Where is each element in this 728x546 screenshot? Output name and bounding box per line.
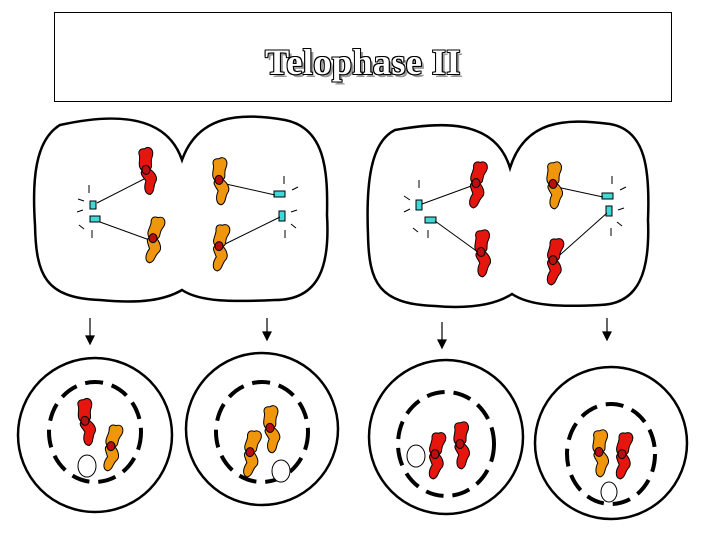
nuclear-envelope <box>565 402 657 506</box>
daughter-cell-1 <box>16 356 174 514</box>
nucleolus-icon <box>406 444 426 468</box>
daughter-cell-4 <box>533 365 689 521</box>
centrosome-right-3 <box>601 176 627 200</box>
centriole-icon <box>605 205 613 217</box>
nuclear-envelope <box>396 390 496 498</box>
centriole-icon <box>89 200 97 210</box>
dividing-cell-left <box>32 115 329 303</box>
dividing-cell-right <box>366 120 650 309</box>
centrosome-right-1 <box>403 180 423 213</box>
nucleolus-icon <box>271 459 291 483</box>
arrow-down-icon <box>437 322 447 350</box>
centrosome-left-1 <box>76 185 97 213</box>
nuclear-envelope <box>214 380 310 484</box>
arrow-down-icon <box>85 318 95 346</box>
daughter-cell-3 <box>367 358 525 516</box>
centriole-icon <box>89 215 101 223</box>
arrow-down-icon <box>262 318 272 342</box>
title-box: Telophase II <box>54 12 672 102</box>
centrosome-left-2 <box>78 215 101 238</box>
arrow-down-icon <box>602 318 612 342</box>
nucleolus-icon <box>600 481 618 503</box>
centriole-icon <box>424 216 437 224</box>
centrosome-right-4 <box>605 205 625 236</box>
centriole-icon <box>415 199 423 211</box>
centriole-icon <box>273 190 286 198</box>
nucleolus-icon <box>77 454 97 478</box>
page-title: Telophase II <box>265 42 461 82</box>
centriole-icon <box>601 192 614 200</box>
arrows <box>85 318 612 350</box>
centrosome-left-4 <box>278 209 298 238</box>
centrosome-right-2 <box>412 216 437 238</box>
daughter-cell-2 <box>184 351 340 507</box>
nuclear-envelope <box>47 380 143 484</box>
centriole-icon <box>278 210 286 222</box>
centrosome-left-3 <box>273 176 299 198</box>
